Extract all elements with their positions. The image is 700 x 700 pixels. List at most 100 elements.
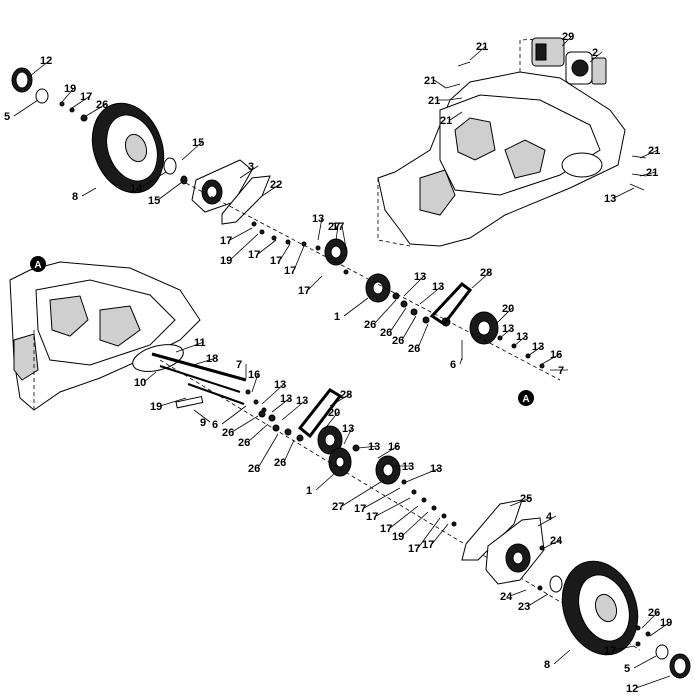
part-number-callout: 17 xyxy=(366,511,378,523)
part-number-callout: 17 xyxy=(408,543,420,555)
callout-leader-line xyxy=(341,479,385,507)
callout-leader-line xyxy=(553,649,571,665)
part-number-callout: 1 xyxy=(306,485,312,497)
housing-screws xyxy=(445,61,647,191)
part-number-callout: 26 xyxy=(96,99,108,111)
part-number-callout: 21 xyxy=(476,41,488,53)
part-number-callout: 13 xyxy=(532,341,544,353)
callout-leader-line xyxy=(641,611,659,629)
callout-leader-line xyxy=(279,243,291,261)
lower-chassis-housing xyxy=(9,261,201,411)
callout-leader-line xyxy=(527,593,549,607)
callout-leader-line xyxy=(541,353,561,365)
callout-leader-line xyxy=(221,405,247,425)
part-number-callout: 21 xyxy=(424,75,436,87)
callout-leader-line xyxy=(229,227,253,241)
callout-leader-line xyxy=(613,645,635,651)
lower-wheel-assembly xyxy=(461,499,691,679)
part-number-callout: 8 xyxy=(72,191,78,203)
callout-leader-line xyxy=(283,439,295,463)
part-number-callout: 21 xyxy=(648,145,660,157)
callout-leader-line xyxy=(261,383,285,405)
callout-leader-line xyxy=(419,285,443,305)
callout-leader-line xyxy=(261,183,281,197)
callout-leader-line xyxy=(495,307,513,325)
part-number-callout: 18 xyxy=(206,353,218,365)
upper-wheel-assembly xyxy=(11,67,561,381)
part-number-callout: 13 xyxy=(342,423,354,435)
callout-leader-line xyxy=(561,35,573,47)
callout-leader-line xyxy=(459,357,463,365)
callout-leader-line xyxy=(189,357,217,367)
part-number-callout: 13 xyxy=(604,193,616,205)
part-number-callout: 27 xyxy=(328,221,340,233)
part-number-callout: 26 xyxy=(274,457,286,469)
callout-leader-line xyxy=(389,505,419,529)
part-number-callout: 14 xyxy=(130,183,143,195)
part-number-callout: 13 xyxy=(430,463,442,475)
callout-leader-line xyxy=(293,245,305,271)
callout-leader-line xyxy=(403,275,425,297)
part-number-callout: 20 xyxy=(502,303,514,315)
callout-leader-line xyxy=(373,299,397,325)
part-number-callout: 13 xyxy=(280,393,292,405)
part-number-callout: 26 xyxy=(222,427,234,439)
part-number-callout: 21 xyxy=(646,167,658,179)
part-number-callout: 13 xyxy=(502,323,514,335)
part-number-callout: 21 xyxy=(428,95,440,107)
part-number-callout: 13 xyxy=(516,331,528,343)
reference-marker-a-bottom: A xyxy=(518,390,534,406)
part-number-callout: 13 xyxy=(312,213,324,225)
callout-leader-line xyxy=(29,59,51,77)
callout-leader-line xyxy=(513,335,527,347)
part-number-callout: 5 xyxy=(4,111,10,123)
part-number-callout: 26 xyxy=(380,327,392,339)
part-number-callout: 13 xyxy=(296,395,308,407)
callout-leader-line xyxy=(239,165,259,179)
callout-leader-line xyxy=(509,589,527,597)
callout-leader-line xyxy=(363,487,401,509)
callout-leader-line xyxy=(449,111,463,121)
part-number-callout: 9 xyxy=(200,417,206,429)
callout-leader-line xyxy=(323,411,339,431)
part-number-callout: 17 xyxy=(220,235,232,247)
part-number-callout: 16 xyxy=(388,441,400,453)
part-number-callout: 12 xyxy=(626,683,638,695)
part-number-callout: 17 xyxy=(248,249,260,261)
callout-leader-line xyxy=(271,397,291,413)
callout-leader-line xyxy=(499,327,513,339)
callout-leader-line xyxy=(343,427,353,445)
callout-leader-line xyxy=(639,171,657,177)
callout-leader-line xyxy=(143,371,157,383)
callout-leader-line xyxy=(377,445,399,459)
part-number-callout: 20 xyxy=(328,407,340,419)
callout-leader-line xyxy=(159,397,187,407)
part-number-callout: 26 xyxy=(392,335,404,347)
callout-leader-line xyxy=(257,239,277,255)
part-number-callout: 15 xyxy=(192,137,204,149)
part-number-callout: 17 xyxy=(422,539,434,551)
part-number-callout: 17 xyxy=(380,523,392,535)
callout-leader-line xyxy=(307,275,323,291)
part-number-callout: 13 xyxy=(414,271,426,283)
callout-leader-line xyxy=(281,399,307,421)
callout-leader-line xyxy=(181,141,203,161)
callout-leader-line xyxy=(469,45,487,61)
callout-leader-line xyxy=(649,621,671,637)
callout-leader-line xyxy=(193,409,211,423)
part-number-callout: 26 xyxy=(648,607,660,619)
drive-shafts xyxy=(151,352,247,409)
callout-leader-line xyxy=(401,315,417,341)
callout-leader-line xyxy=(335,225,339,241)
callout-leader-line xyxy=(343,297,369,317)
callout-leader-line xyxy=(357,445,379,449)
part-number-callout: 6 xyxy=(450,359,456,371)
callout-leader-line xyxy=(229,233,259,261)
callout-leader-line xyxy=(401,511,429,537)
callout-leader-line xyxy=(417,323,429,349)
part-number-callout: 8 xyxy=(544,659,550,671)
callout-leader-line xyxy=(633,655,657,669)
callout-leader-line xyxy=(329,393,351,407)
part-number-callout: 26 xyxy=(238,437,250,449)
part-number-callout: 10 xyxy=(134,377,146,389)
